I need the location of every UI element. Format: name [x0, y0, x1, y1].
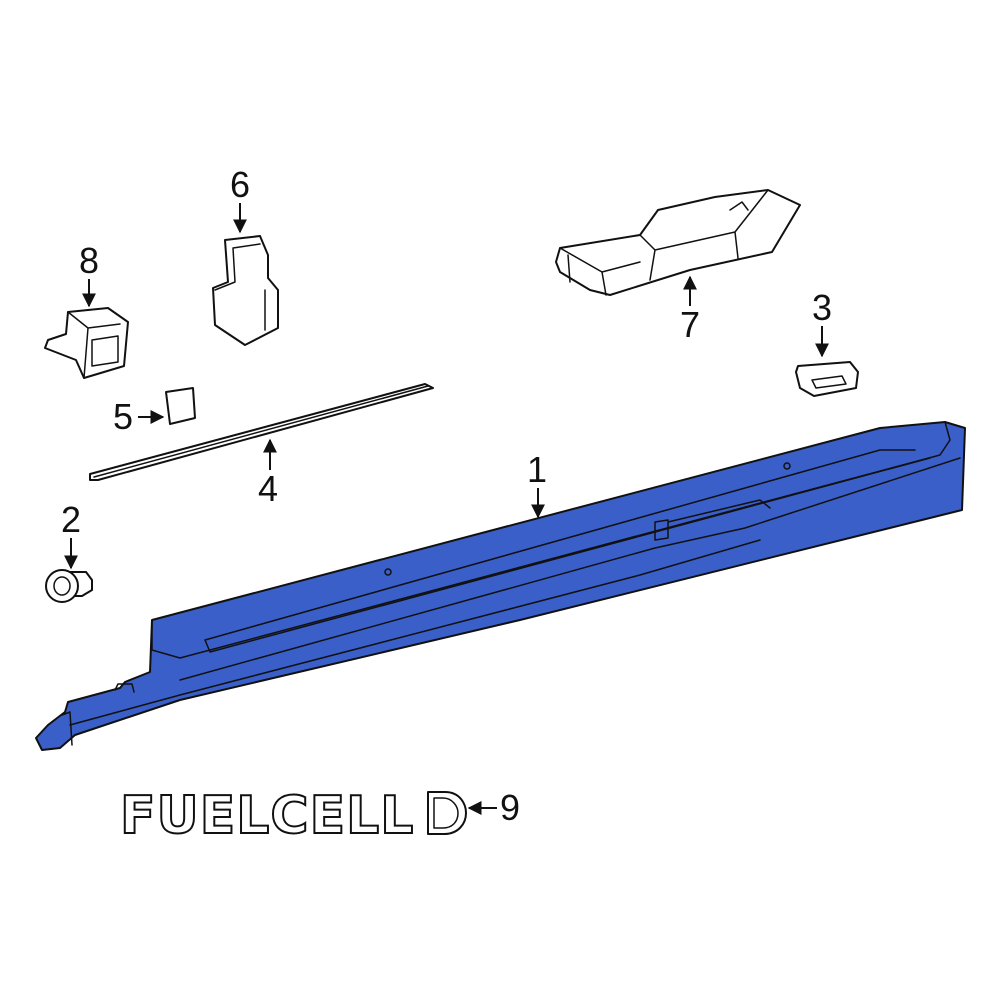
rocker-panel-body: [35, 421, 966, 751]
spacer-block[interactable]: [212, 235, 279, 346]
callout-5: 5: [113, 396, 133, 437]
callout-4: 4: [258, 468, 278, 509]
callout-1: 1: [527, 449, 547, 490]
rocker-panel-hole-left: [384, 568, 392, 576]
callout-9: 9: [500, 787, 520, 828]
molding-strip[interactable]: [89, 383, 434, 481]
rocker-panel-hole-right: [783, 462, 791, 470]
adhesive-pad[interactable]: [165, 387, 196, 425]
rocker-panel-inner-channel: [204, 449, 931, 653]
clip-flange-inner: [53, 576, 71, 596]
rocker-panel-end-bracket: [61, 683, 135, 746]
mounting-bracket-opening: [67, 311, 121, 379]
rocker-panel-top-edge: [151, 421, 951, 659]
filler-panel-body: [555, 189, 801, 296]
rocker-panel-step: [654, 499, 771, 541]
spacer-block-body: [212, 235, 279, 346]
grommet[interactable]: [795, 361, 859, 397]
filler-panel[interactable]: [555, 189, 801, 296]
filler-panel-edges: [559, 189, 769, 296]
fuelcell-emblem-drop-icon: [427, 791, 467, 835]
clip[interactable]: [45, 569, 93, 603]
fuelcell-emblem-text: FUELCELL: [120, 786, 414, 846]
clip-flange: [45, 569, 79, 603]
molding-strip-edge: [93, 385, 429, 478]
rocker-panel-lower-crease: [69, 457, 961, 726]
callout-2: 2: [61, 499, 81, 540]
callout-8: 8: [79, 240, 99, 281]
callout-3: 3: [812, 287, 832, 328]
fuelcell-emblem-drop-inner: [433, 797, 459, 829]
adhesive-pad-body: [165, 387, 196, 425]
mounting-bracket[interactable]: [44, 307, 129, 379]
fuelcell-emblem[interactable]: FUELCELL: [119, 785, 467, 847]
callout-7: 7: [680, 304, 700, 345]
grommet-body: [795, 361, 859, 397]
spacer-block-edges: [214, 243, 266, 331]
callout-6: 6: [230, 164, 250, 205]
rocker-panel[interactable]: [35, 421, 966, 751]
grommet-slot: [811, 375, 847, 389]
